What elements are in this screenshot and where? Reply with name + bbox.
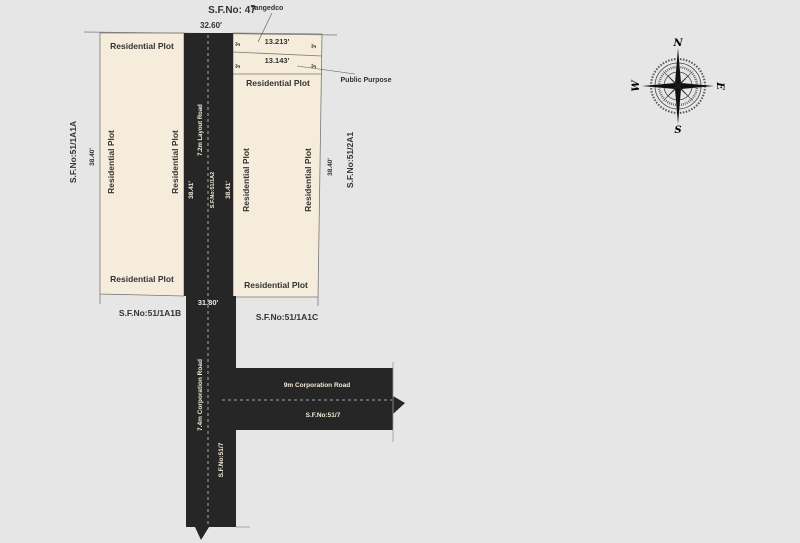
right-adjacent-survey: S.F.No:51/2A1 <box>345 132 355 188</box>
left-height: 38.40' <box>89 148 96 166</box>
right-plot-vertical-right: Residential Plot <box>303 148 313 212</box>
left-plot-vertical-left: Residential Plot <box>106 130 116 194</box>
layout-road-right-length: 38.41' <box>225 181 232 199</box>
layout-road-name: 7.2m Layout Road <box>198 104 204 156</box>
horizontal-corp-road-survey: S.F.No:51/7 <box>306 412 341 419</box>
public-purpose-leader <box>296 65 356 75</box>
compass-south: S <box>674 125 681 136</box>
tangedco-side-right: 3' <box>312 43 318 48</box>
layout-road <box>184 33 405 540</box>
compass-east: E <box>714 81 725 90</box>
public-purpose-side-right: 3' <box>312 63 318 68</box>
vertical-corp-road-name: 7.4m Corporation Road <box>197 359 204 431</box>
left-below-survey: S.F.No:51/1A1B <box>119 308 181 318</box>
left-plot-vertical-right: Residential Plot <box>170 130 180 194</box>
top-width: 32.60' <box>200 21 222 30</box>
right-height: 38.40' <box>327 158 334 176</box>
horizontal-corp-road-name: 9m Corporation Road <box>284 382 350 389</box>
public-purpose-side-left: 3' <box>236 63 242 68</box>
vertical-corp-road-survey: S.F.No:51/7 <box>218 442 225 477</box>
compass-west: W <box>631 79 642 92</box>
tangedco-side-left: 3' <box>236 41 242 46</box>
tangedco-divider <box>232 51 323 57</box>
right-plot-bottom: Residential Plot <box>244 280 308 290</box>
tangedco-length: 13.213' <box>265 37 290 46</box>
layout-road-survey: S.F.No:51/1A2 <box>210 172 216 208</box>
tangedco-leader <box>257 12 273 43</box>
compass-north: N <box>672 38 683 49</box>
top-survey-no: S.F.No: 47 <box>208 5 256 16</box>
right-plot-vertical-left: Residential Plot <box>241 148 251 212</box>
left-adjacent-survey: S.F.No:51/1A1A <box>68 121 78 183</box>
right-plot-top: Residential Plot <box>246 78 310 88</box>
layout-road-left-length: 38.41' <box>188 181 195 199</box>
compass-rose-icon: N S W E <box>631 38 725 136</box>
left-plot-top: Residential Plot <box>110 41 174 51</box>
public-purpose-length: 13.143' <box>265 56 290 65</box>
tangedco-label: Tangedco <box>251 5 284 12</box>
public-purpose-label: Public Purpose <box>341 77 392 84</box>
layout-road-bottom-width: 31.80' <box>198 298 219 307</box>
right-below-survey: S.F.No:51/1A1C <box>256 312 318 322</box>
left-plot-bottom: Residential Plot <box>110 274 174 284</box>
